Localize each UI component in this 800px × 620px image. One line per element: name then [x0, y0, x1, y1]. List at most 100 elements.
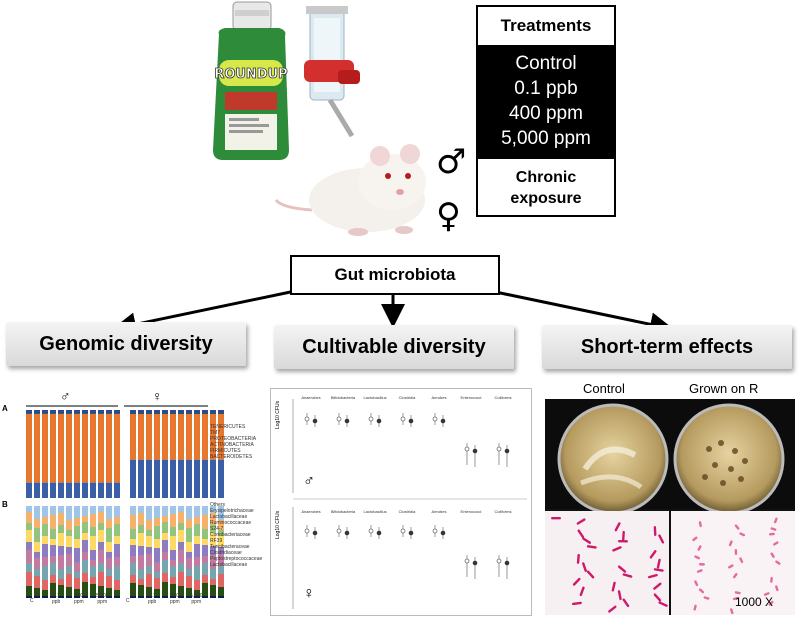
- bar-segment: [194, 459, 200, 498]
- bar-segment: [210, 546, 216, 555]
- bacterium-rod: [728, 564, 734, 569]
- bar-segment: [98, 523, 104, 530]
- data-point: [432, 528, 438, 534]
- data-point: [376, 530, 382, 536]
- bar-segment: [34, 552, 40, 558]
- bacterium-rod: [617, 590, 622, 601]
- bar-segment: [90, 577, 96, 584]
- bar-segment: [66, 410, 72, 414]
- bar-segment: [42, 517, 48, 524]
- data-point: [408, 418, 414, 424]
- data-point: [464, 446, 470, 452]
- bacterium-rod: [730, 608, 734, 615]
- bar-segment: [218, 536, 224, 547]
- bacterium-rod: [694, 580, 699, 587]
- data-point: [368, 416, 374, 422]
- bar-segment: [58, 579, 64, 585]
- bar-segment: [82, 482, 88, 498]
- data-point: [344, 530, 350, 536]
- bar-segment: [170, 527, 176, 536]
- bar-segment: [130, 414, 136, 460]
- data-point: [440, 418, 446, 424]
- bar-segment: [162, 459, 168, 498]
- bar-segment: [178, 550, 184, 563]
- legend-b: Others Erysipelotrichaceae Lactobacillac…: [210, 502, 262, 568]
- bar-segment: [42, 482, 48, 498]
- bacterium-rod: [697, 545, 702, 551]
- bacterium-rod: [773, 517, 778, 524]
- y-axis-label: Log10 CFUs: [275, 510, 281, 539]
- data-point: [440, 530, 446, 536]
- bar-segment: [82, 552, 88, 560]
- bar-segment: [106, 506, 112, 519]
- panel-a-label: A: [2, 404, 8, 413]
- bar-segment: [90, 414, 96, 483]
- bar-segment: [114, 410, 120, 414]
- bacterium-rod: [768, 532, 775, 536]
- bar-segment: [58, 525, 64, 533]
- bacterium-rod: [698, 563, 705, 566]
- bar-segment: [162, 540, 168, 552]
- bar-segment: [42, 557, 48, 566]
- data-point: [472, 560, 478, 566]
- bar-segment: [58, 596, 64, 598]
- bar-segment: [178, 563, 184, 572]
- bar-segment: [146, 459, 152, 498]
- bar-segment: [138, 506, 144, 513]
- bar-segment: [114, 414, 120, 483]
- bar-segment: [130, 556, 136, 563]
- bar-segment: [66, 554, 72, 566]
- bar-segment: [74, 596, 80, 598]
- bar-segment: [202, 596, 208, 598]
- short-term-effects-panel: Control Grown on R: [545, 375, 795, 615]
- bar-segment: [66, 530, 72, 536]
- group-label: Lactobacillus: [363, 395, 386, 400]
- bar-segment: [26, 506, 32, 512]
- bar-segment: [178, 596, 184, 598]
- bar-segment: [90, 527, 96, 536]
- data-point: [304, 528, 310, 534]
- bar-segment: [58, 414, 64, 483]
- bar-segment: [154, 548, 160, 562]
- bacterium-rod: [739, 557, 744, 564]
- bar-segment: [26, 596, 32, 598]
- bar-segment: [138, 513, 144, 525]
- bar-segment: [90, 560, 96, 566]
- bar-segment: [90, 514, 96, 527]
- bar-segment: [66, 520, 72, 530]
- bar-segment: [186, 569, 192, 576]
- data-point: [496, 446, 502, 452]
- bar-segment: [66, 536, 72, 547]
- bar-segment: [34, 519, 40, 528]
- bacterium-rod: [577, 529, 585, 539]
- data-point: [344, 418, 350, 424]
- bacterium-rod: [653, 593, 662, 602]
- bar-segment: [82, 596, 88, 598]
- bar-segment: [34, 542, 40, 552]
- bar-segment: [58, 482, 64, 498]
- bar-segment: [210, 579, 216, 585]
- bar-segment: [82, 533, 88, 540]
- bar-segment: [34, 576, 40, 588]
- bacterium-rod: [576, 518, 586, 525]
- bar-segment: [106, 410, 112, 414]
- bar-segment: [210, 513, 216, 525]
- bar-segment: [74, 578, 80, 589]
- bar-segment: [106, 596, 112, 598]
- data-point: [504, 560, 510, 566]
- group-label: Lactobacillus: [363, 509, 386, 514]
- bar-segment: [106, 542, 112, 552]
- bacterium-rod: [582, 562, 587, 572]
- bar-segment: [138, 596, 144, 598]
- petri-dishes: [545, 399, 795, 615]
- bar-segment: [34, 528, 40, 542]
- bar-segment: [194, 557, 200, 566]
- bar-segment: [58, 555, 64, 569]
- bacterium-rod: [694, 555, 700, 560]
- bar-segment: [98, 530, 104, 542]
- bacterium-rod: [698, 588, 705, 594]
- bar-segment: [74, 589, 80, 596]
- bar-segment: [90, 566, 96, 577]
- bar-segment: [138, 569, 144, 579]
